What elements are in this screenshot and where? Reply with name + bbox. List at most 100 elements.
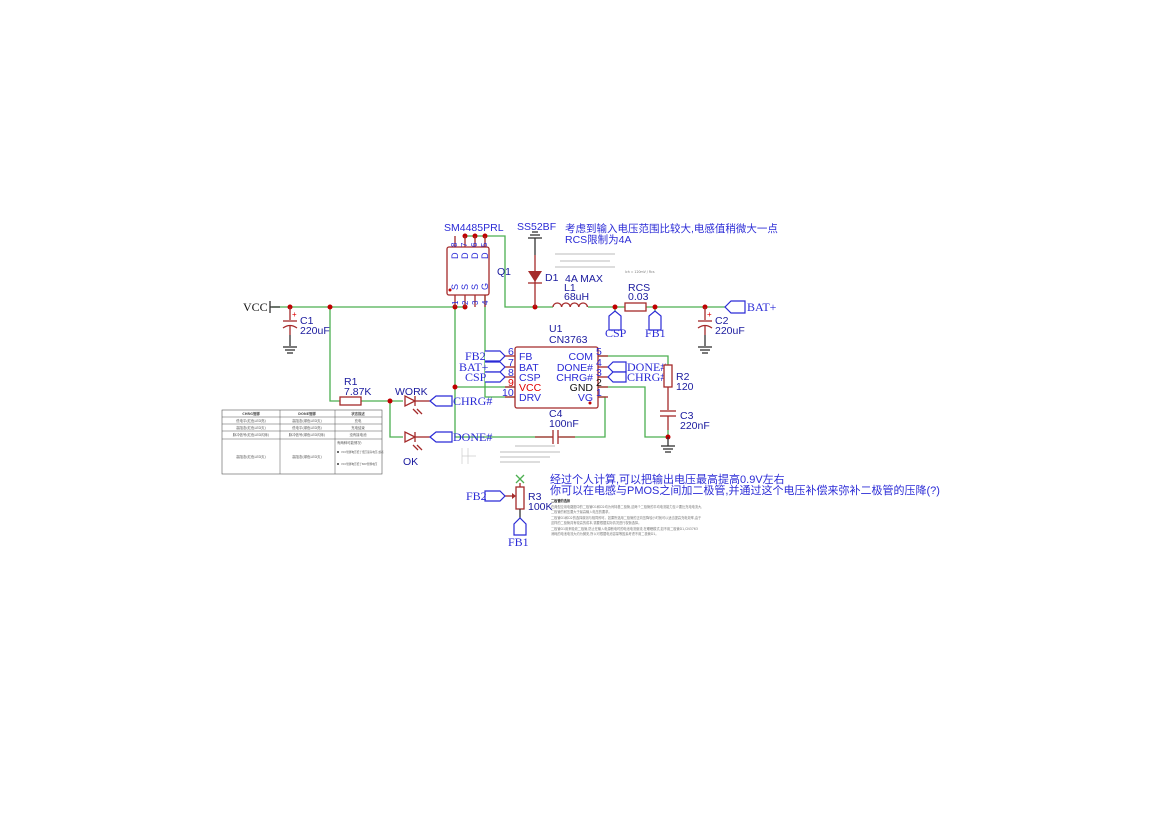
r3-ref-text: R3 (528, 491, 542, 503)
q1-labels_bottom-0-text: S (450, 284, 460, 290)
capacitor-c2[interactable]: + C2 220uF (697, 307, 745, 354)
resistor-r2[interactable]: R2 120 (663, 364, 694, 410)
ground-icon (283, 346, 297, 354)
net-flag-csp[interactable]: CSP (605, 310, 627, 340)
leds-work-text: WORK (395, 386, 428, 398)
c2-ref: C2 (715, 315, 729, 327)
net_labels-csp-text: CSP (605, 326, 627, 340)
q1-labels_top-2-text: D (470, 252, 480, 259)
led-work[interactable]: WORK (395, 386, 430, 415)
l1-ref: L1 (564, 282, 576, 294)
status_table-rows-0-2-text: 充电 (355, 418, 362, 423)
q1-pins_bottom-3-text: 4 (481, 300, 490, 305)
status_table-rows-3-0-text: 高阻态(红色LED灭) (236, 454, 266, 459)
c2-value: 220uF (715, 325, 745, 337)
net_labels-fb1-text: FB1 (508, 535, 529, 549)
q1-pins_top-1-text: 7 (460, 242, 469, 247)
u1-left_pins-4-name-text: DRV (519, 392, 541, 404)
u1-left_pins-4-num-text: 10 (502, 387, 514, 399)
svg-text:Ich = 120mV / Rcs: Ich = 120mV / Rcs (625, 270, 655, 274)
q1-pins_bottom-2-text: 3 (471, 300, 480, 305)
u1-right_pins-1-name-text: DONE# (557, 362, 593, 374)
status_table-rows-0-0-text: 低电平(红色LED亮) (236, 418, 266, 423)
q1-pins_top-0-text: 8 (450, 242, 459, 247)
u1-left_pins-2-name-text: CSP (519, 372, 541, 384)
net-flag-chrg-led[interactable]: CHRG# (429, 394, 492, 408)
net_labels-fb2-text: FB2 (465, 349, 486, 363)
capacitor-c3[interactable]: C3 220nF (660, 410, 710, 453)
rcs-value: 0.03 (628, 291, 649, 303)
notes-diode_title-text: 二极管的选择 (551, 498, 571, 503)
net_labels-chrg-text: CHRG# (453, 394, 492, 408)
svg-text:+: + (707, 310, 712, 319)
net-flag-csp-u1[interactable]: CSP (465, 370, 506, 384)
net_labels-fb2-text: FB2 (466, 489, 487, 503)
net-flag-bat-plus[interactable]: BAT+ (724, 300, 777, 314)
vcc-label: VCC (243, 300, 268, 314)
d1-part: SS52BF (517, 221, 556, 233)
potentiometer-r3[interactable]: R3 100K (505, 474, 553, 518)
note-inductor-1: 考虑到输入电压范围比较大,电感值稍微大一点 (565, 222, 778, 235)
u1-right_pins-4-num-text: 1 (596, 387, 602, 399)
u1-right_pins-2-num-text: 3 (596, 367, 602, 379)
diode-selection-note: 二极管的选择 在典型应用电路图中的二极管D1和D2均为肖特基二极管,这两个二极管… (551, 498, 702, 536)
q1-pins_top-2-text: 6 (470, 242, 479, 247)
u1-left_pins-1-num-text: 7 (508, 357, 514, 369)
status_table-rows-1-2-text: 充电结束 (351, 425, 365, 430)
u1-right_pins-4-name-text: VG (578, 392, 593, 404)
rcs-ref: RCS (628, 282, 650, 294)
notes-diode_body-2-text: 二极管D1和D2的选择原则与相同即可。如果所选用二极管的正向压降较小时就可以适当… (551, 515, 702, 520)
note-inductor-2: RCS限制为4A (565, 233, 632, 246)
net-flag-fb1[interactable]: FB1 (645, 310, 666, 340)
u1-left_pins-3-name-text: VCC (519, 382, 542, 394)
status_table-rows-2-1-text: 脉冲信号(绿色LED闪烁) (289, 432, 326, 437)
q1-labels_top-3-text: D (480, 252, 490, 259)
d1-ref: D1 (545, 272, 559, 284)
led-ok[interactable]: OK (403, 430, 430, 468)
tiny-formula-note (461, 253, 615, 464)
r1-ref-text: R1 (344, 376, 358, 388)
diode-d1[interactable]: SS52BF D1 (517, 221, 559, 307)
q1-pins_bottom-1-text: 2 (461, 300, 470, 305)
capacitor-c4[interactable]: C4 100nF (535, 408, 579, 444)
c3-ref-text: C3 (680, 410, 694, 422)
mosfet-q1[interactable]: SM4485PRL Q1 8 7 6 5 1 2 3 4 D D D D S S… (444, 222, 511, 307)
svg-text:+: + (292, 310, 297, 319)
resistor-rcs[interactable]: RCS 0.03 Ich = 120mV / Rcs (624, 270, 655, 312)
status_table-bullets-1-text: VCC管脚电压低于BAT管脚电压 (341, 462, 378, 466)
status_table-rows-2-2-text: 没有接电池 (350, 432, 368, 437)
u1-left_pins-2-num-text: 8 (508, 367, 514, 379)
net-flag-fb2-r3[interactable]: FB2 (466, 489, 506, 503)
status_table-headers-1-text: DONE管脚 (298, 411, 316, 416)
notes-diode_body-1-text: 二极管的耐压要大于最高输入电压的要求。 (551, 509, 612, 514)
u1-right_pins-3-num-text: 2 (596, 377, 602, 389)
inductor-l1[interactable]: 4A MAX L1 68uH (552, 273, 603, 308)
leds-ok-text: OK (403, 456, 418, 468)
net-flag-done-led[interactable]: DONE# (429, 430, 492, 444)
net_labels-bat-text: BAT+ (459, 360, 489, 374)
u1-right_pins-1-num-text: 4 (596, 357, 602, 369)
q1-labels_bottom-1-text: S (460, 284, 470, 290)
u1-left_pins-3-num-text: 9 (508, 377, 514, 389)
q1-labels_top-0-text: D (450, 252, 460, 259)
net-flag-fb1-r3[interactable]: FB1 (508, 517, 529, 549)
u1-left_pins-0-num-text: 6 (508, 346, 514, 358)
u1-right_pins-3-name-text: GND (570, 382, 594, 394)
ic-u1-cn3763[interactable]: U1 CN3763 6 7 8 9 10 FB BAT CSP VCC DRV … (502, 323, 608, 409)
q1-labels_top-1-text: D (460, 252, 470, 259)
q1-pins_bottom-0-text: 1 (451, 300, 460, 305)
vcc-power-port: VCC (243, 300, 280, 314)
capacitor-c1[interactable]: + C1 220uF (282, 307, 330, 346)
resistor-r1[interactable]: R1 7.87K (339, 376, 371, 406)
net-flag-chrg-u1[interactable]: CHRG# (607, 370, 666, 384)
r1-value-text: 7.87K (344, 386, 371, 398)
r2-ref-text: R2 (676, 371, 690, 383)
net_labels-done-text: DONE# (453, 430, 492, 444)
net-flag-done-u1[interactable]: DONE# (607, 360, 666, 374)
u1-right_pins-2-name-text: CHRG# (556, 372, 593, 384)
u1-left_pins-0-name-text: FB (519, 351, 532, 363)
q1-labels_bottom-2-text: S (470, 284, 480, 290)
c3-value-text: 220nF (680, 420, 710, 432)
net_labels-done-text: DONE# (627, 360, 666, 374)
net-flag-fb2-u1[interactable]: FB2 (465, 349, 506, 363)
